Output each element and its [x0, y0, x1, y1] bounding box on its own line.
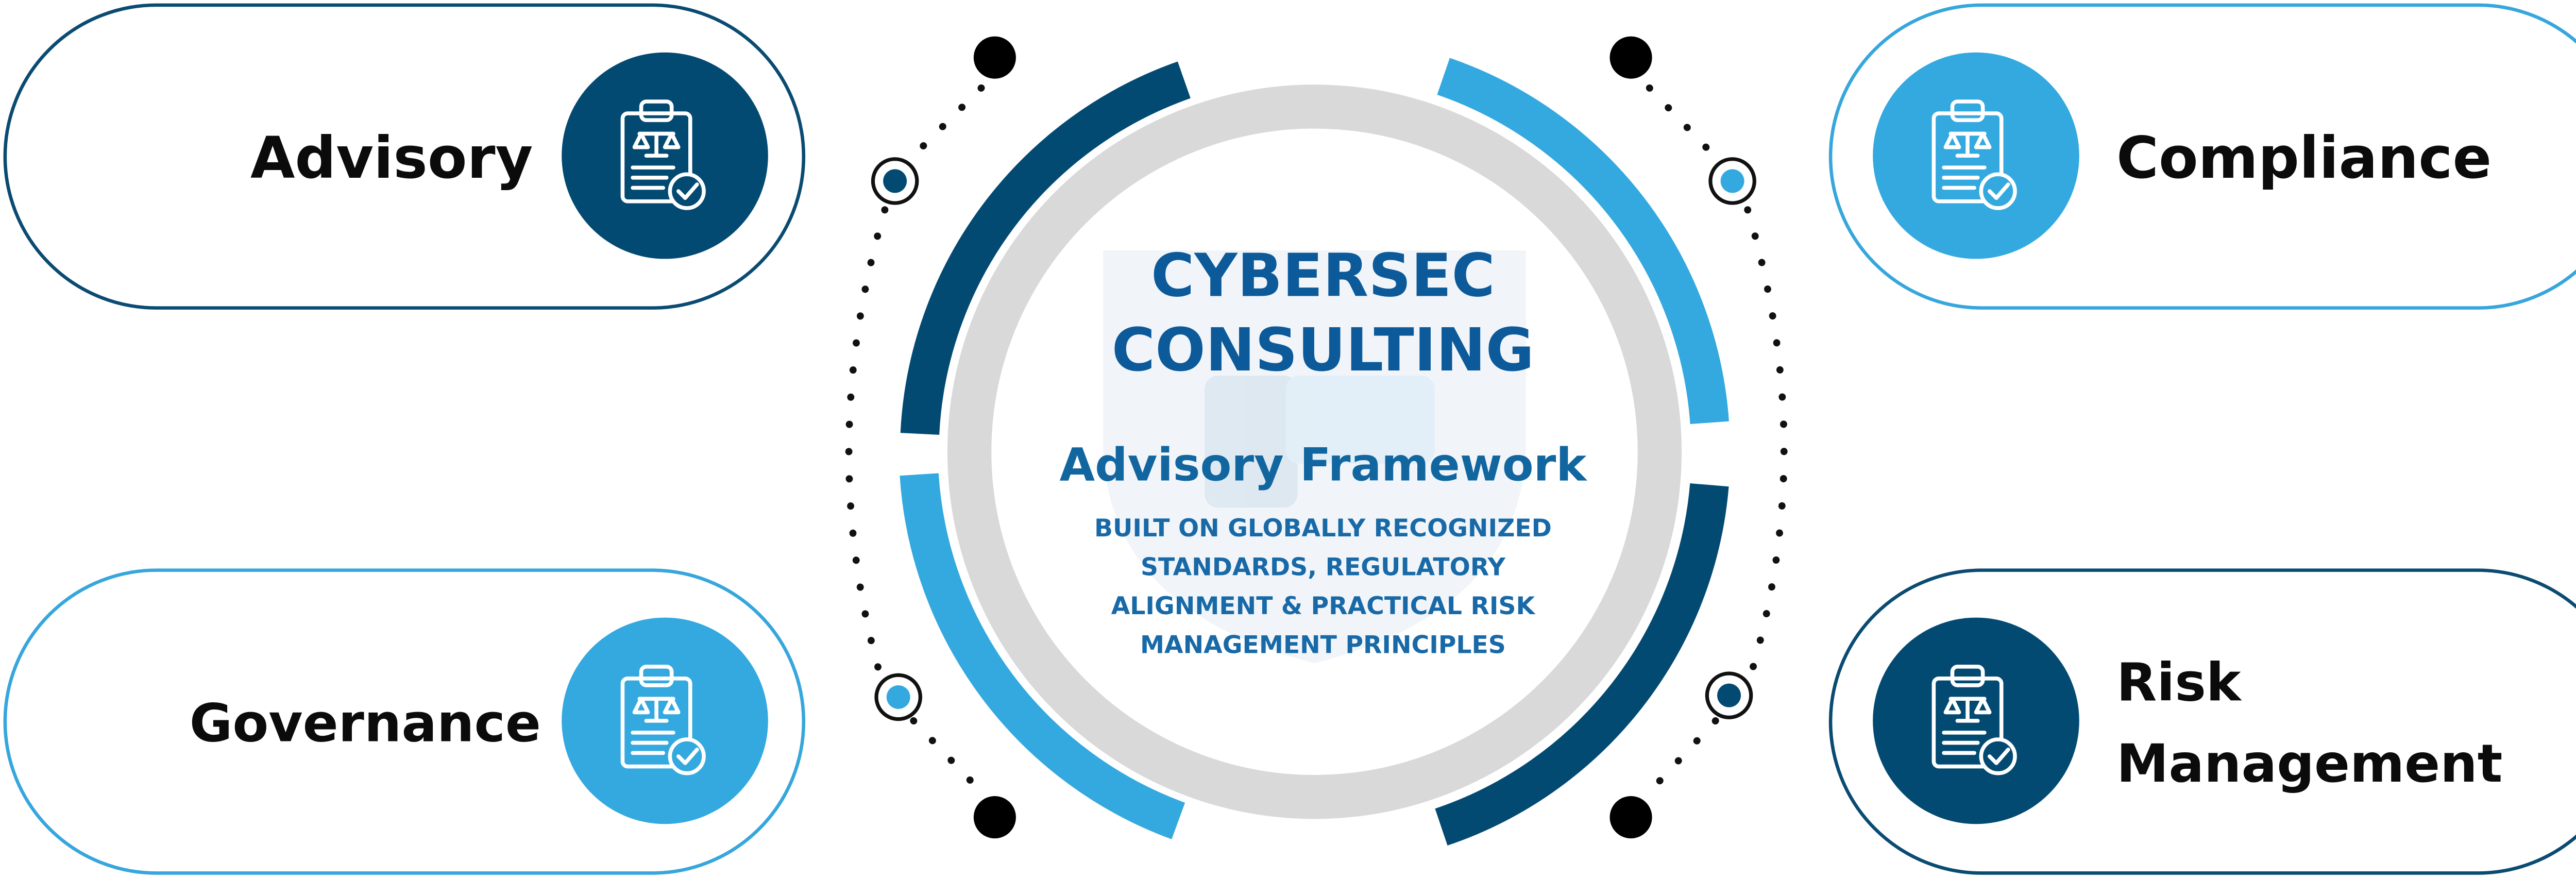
- endpoint-dot: [1609, 36, 1652, 79]
- arc-top-left: [900, 61, 1191, 435]
- pillar-advisory-badge: [562, 52, 768, 259]
- dotted-path-top-right: [1646, 84, 1788, 796]
- endpoint-dot: [973, 796, 1016, 839]
- arc-top-right: [1437, 58, 1729, 424]
- pillar-risk-management-badge: [1873, 617, 2079, 824]
- connector-dot-bottom-left: [874, 673, 922, 721]
- center-subtitle: Advisory Framework: [1059, 440, 1587, 493]
- watermark-logo-icon: [1205, 376, 1435, 508]
- center-description-line3: ALIGNMENT & PRACTICAL RISK: [1111, 594, 1535, 621]
- watermark-shield-icon: [1103, 250, 1526, 664]
- endpoint-dot: [1609, 796, 1652, 839]
- center-title-line1: CYBERSEC: [1151, 243, 1495, 312]
- pillar-risk-management-label-line2: Management: [2116, 734, 2503, 796]
- center-title-line2: CONSULTING: [1111, 318, 1535, 386]
- pillar-advisory-label: Advisory: [250, 125, 533, 193]
- connector-dot-top-right: [1708, 157, 1756, 205]
- center-description-line1: BUILT ON GLOBALLY RECOGNIZED: [1094, 516, 1552, 544]
- pillar-governance-label: Governance: [189, 694, 541, 755]
- connector-dot-top-left: [871, 157, 919, 205]
- pillar-compliance: Compliance: [1828, 3, 2576, 310]
- dotted-path-top-left: [845, 84, 985, 796]
- clipboard-scale-check-icon: [1931, 99, 2017, 210]
- pillar-risk-management: Risk Management: [1828, 568, 2576, 875]
- pillar-compliance-label: Compliance: [2116, 125, 2492, 193]
- connector-dot-bottom-right: [1705, 671, 1753, 719]
- pillar-governance: Governance: [3, 568, 806, 875]
- pillar-governance-badge: [562, 617, 768, 824]
- center-description-line2: STANDARDS, REGULATORY: [1140, 555, 1505, 582]
- arc-bottom-left: [900, 473, 1185, 839]
- clipboard-scale-check-icon: [620, 665, 706, 775]
- clipboard-scale-check-icon: [1931, 665, 2017, 775]
- arc-bottom-right: [1435, 483, 1729, 846]
- endpoint-dot: [973, 36, 1016, 79]
- clipboard-scale-check-icon: [620, 99, 706, 210]
- pillar-compliance-badge: [1873, 52, 2079, 259]
- pillar-risk-management-label-line1: Risk: [2116, 653, 2241, 714]
- pillar-advisory: Advisory: [3, 3, 806, 310]
- center-ring: [947, 85, 1682, 819]
- center-description-line4: MANAGEMENT PRINCIPLES: [1140, 633, 1506, 660]
